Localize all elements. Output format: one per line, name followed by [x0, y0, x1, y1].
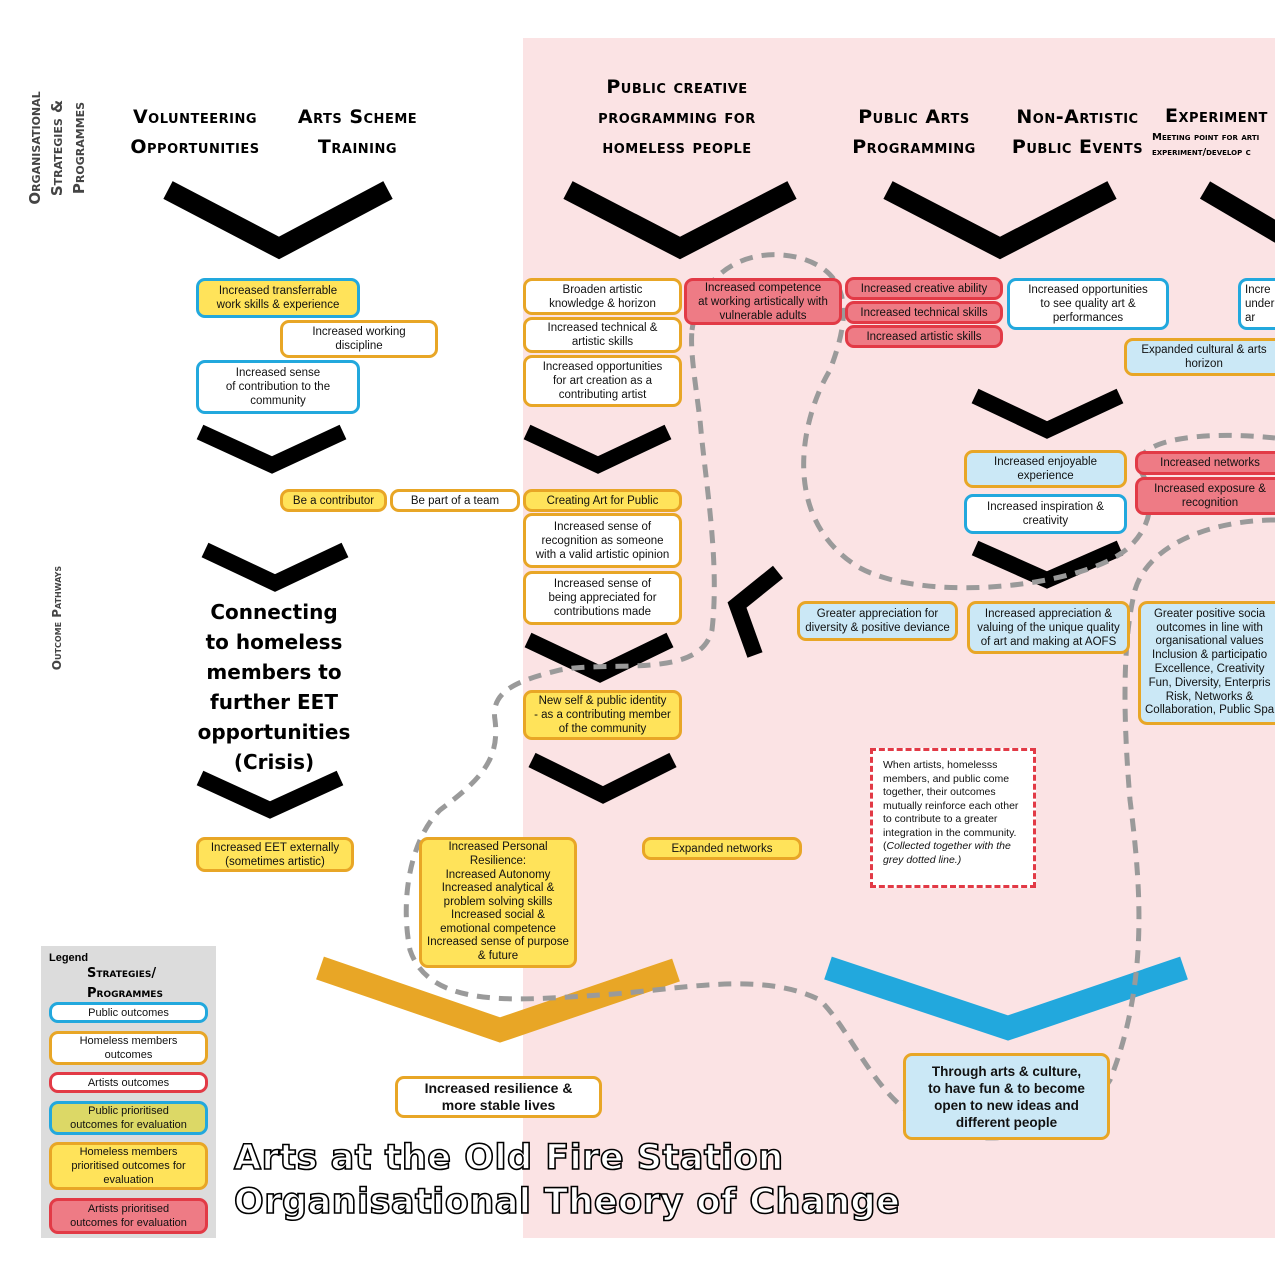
chevron-down-icon	[523, 424, 672, 474]
orange-chevron-icon	[316, 956, 680, 1043]
chevron-down-icon	[528, 752, 677, 804]
outcome-contribution-community: Increased sense of contribution to the c…	[196, 360, 360, 414]
outcome-be-part-of-team: Be part of a team	[390, 489, 520, 512]
outcome-stable-lives: Increased resilience & more stable lives	[395, 1076, 602, 1118]
chevron-down-icon	[196, 424, 347, 474]
outcome-enjoyable-experience: Increased enjoyable experience	[964, 450, 1127, 488]
legend-homeless: Homeless members outcomes	[49, 1031, 208, 1065]
chevron-down-icon	[883, 181, 1117, 260]
heading-non-artistic: Non-Artistic Public Events	[1011, 106, 1144, 158]
chevron-down-icon	[201, 542, 349, 592]
legend-artists: Artists outcomes	[49, 1072, 208, 1093]
chevron-down-icon	[163, 181, 393, 260]
heading-arts-scheme: Arts Scheme Training	[297, 106, 418, 158]
outcome-fun-open: Through arts & culture, to have fun & to…	[903, 1053, 1110, 1140]
note-text: When artists, homelesss members, and pub…	[883, 759, 1019, 852]
legend-public: Public outcomes	[49, 1002, 208, 1023]
chevron-left-icon	[727, 565, 784, 658]
outcome-creative-ability: Increased creative ability	[845, 277, 1003, 300]
outcome-working-discipline: Increased working discipline	[280, 320, 438, 358]
outcome-broaden-artistic: Broaden artistic knowledge & horizon	[523, 278, 682, 315]
chevron-down-icon	[524, 632, 674, 683]
outcome-personal-resilience: Increased Personal Resilience: Increased…	[419, 837, 577, 968]
outcome-be-contributor: Be a contributor	[280, 489, 387, 512]
title-line-2: Organisational Theory of Change	[233, 1181, 901, 1223]
outcome-diversity: Greater appreciation for diversity & pos…	[797, 601, 958, 641]
outcome-opportunities-artist: Increased opportunities for art creation…	[523, 355, 682, 407]
outcome-transferrable-skills: Increased transferrable work skills & ex…	[196, 278, 360, 318]
chevron-down-icon	[971, 388, 1124, 439]
chevron-down-icon	[1199, 181, 1275, 243]
heading-volunteering: Volunteering Opportunities	[130, 106, 260, 158]
legend-title: Legend	[49, 952, 89, 964]
heading-public-creative: Public creative programming for homeless…	[598, 76, 756, 158]
chevron-down-icon	[563, 181, 797, 260]
outcome-eet-externally: Increased EET externally (sometimes arti…	[196, 837, 354, 872]
heading-experiment: Experiment	[1165, 105, 1268, 127]
outcome-networks: Increased networks	[1135, 451, 1275, 475]
legend-public-prioritised: Public prioritised outcomes for evaluati…	[49, 1101, 208, 1135]
outcome-expanded-networks: Expanded networks	[642, 837, 802, 860]
chevron-down-icon	[196, 770, 344, 819]
outcome-increased-understanding: Incre under ar	[1238, 278, 1275, 330]
blue-chevron-icon	[824, 956, 1188, 1041]
note-italic: Collected together with the grey dotted …	[883, 840, 1011, 866]
outcome-technical-skills: Increased technical skills	[845, 301, 1003, 324]
connecting-heading: Connecting to homeless members to furthe…	[197, 600, 351, 774]
outcome-inspiration: Increased inspiration & creativity	[964, 494, 1127, 534]
title-line-1: Arts at the Old Fire Station	[233, 1137, 784, 1179]
outcome-appreciated: Increased sense of being appreciated for…	[523, 571, 682, 625]
outcome-recognition: Increased sense of recognition as someon…	[523, 513, 682, 568]
legend-artists-prioritised: Artists prioritised outcomes for evaluat…	[49, 1198, 208, 1234]
outcome-unique-quality: Increased appreciation & valuing of the …	[967, 601, 1130, 654]
legend: Legend Strategies/ Programmes Public out…	[41, 946, 216, 1238]
heading-experiment-subtitle: Meeting point for arti experiment/develo…	[1152, 132, 1260, 158]
legend-strategies: Strategies/ Programmes	[87, 966, 163, 1001]
chevron-down-icon	[971, 540, 1124, 589]
outcome-artistic-skills: Increased artistic skills	[845, 325, 1003, 348]
legend-homeless-prioritised: Homeless members prioritised outcomes fo…	[49, 1142, 208, 1190]
outcome-public-identity: New self & public identity - as a contri…	[523, 690, 682, 740]
outcome-see-quality-art: Increased opportunities to see quality a…	[1007, 278, 1169, 330]
heading-public-arts: Public Arts Programming	[852, 106, 976, 158]
outcome-technical-artistic: Increased technical & artistic skills	[523, 317, 682, 353]
integration-note: When artists, homelesss members, and pub…	[870, 748, 1036, 888]
outcome-social-values: Greater positive socia outcomes in line …	[1138, 601, 1275, 725]
outcome-expanded-cultural: Expanded cultural & arts horizon	[1124, 338, 1275, 376]
outcome-exposure: Increased exposure & recognition	[1135, 477, 1275, 515]
outcome-competence-vulnerable: Increased competence at working artistic…	[684, 278, 842, 325]
outcome-creating-art: Creating Art for Public	[523, 489, 682, 512]
